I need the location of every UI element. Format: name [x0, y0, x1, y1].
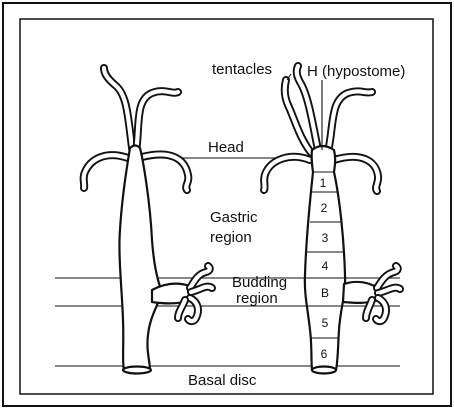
- right-basal-disc: [312, 367, 336, 374]
- segment-label: 2: [321, 201, 328, 215]
- tentacles-label: tentacles: [212, 61, 272, 78]
- right-bud: [343, 266, 400, 321]
- budding-region-label-line2: region: [236, 290, 278, 307]
- segment-label: 6: [321, 347, 328, 361]
- basal-disc-label: Basal disc: [188, 372, 257, 389]
- right-hydra: [264, 66, 400, 374]
- left-body-outline: [119, 146, 162, 371]
- segment-label: B: [321, 286, 329, 300]
- head-label: Head: [208, 139, 244, 156]
- gastric-region-label-line2: region: [210, 229, 252, 246]
- segment-label: 4: [322, 259, 329, 273]
- hypostome-label: H (hypostome): [307, 63, 405, 80]
- gastric-region-label-line1: Gastric: [210, 209, 258, 226]
- segment-label: 5: [322, 316, 329, 330]
- left-hydra: [84, 68, 212, 374]
- left-bud: [152, 266, 212, 321]
- budding-region-label-line1: Budding: [232, 274, 287, 291]
- segment-label: 1: [320, 176, 327, 190]
- left-basal-disc: [123, 367, 151, 374]
- segment-label: 3: [322, 231, 329, 245]
